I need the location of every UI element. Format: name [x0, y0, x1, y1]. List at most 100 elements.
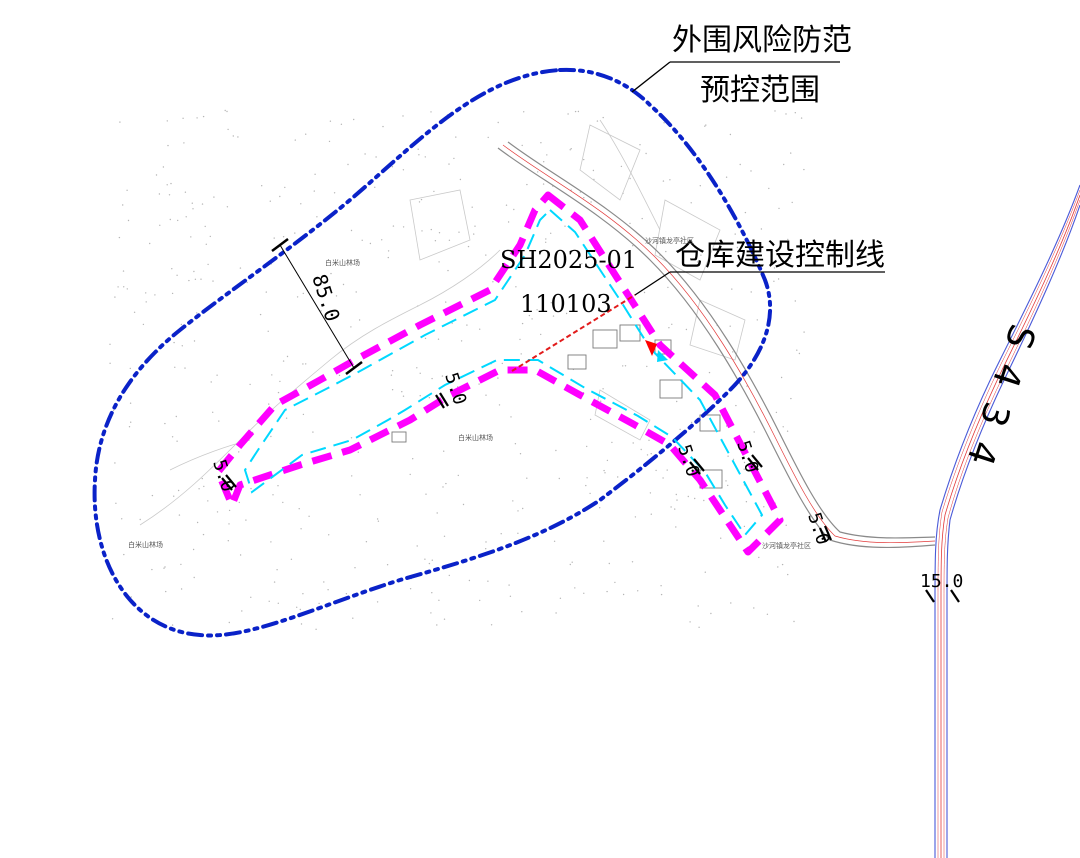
stipple-dot — [479, 599, 481, 602]
stipple-dot — [392, 225, 395, 227]
stipple-dot — [272, 494, 274, 496]
stipple-dot — [750, 170, 752, 172]
stipple-dot — [791, 201, 793, 204]
stipple-dot — [376, 601, 379, 603]
stipple-dot — [583, 592, 585, 594]
stipple-dot — [777, 278, 780, 280]
stipple-dot — [200, 278, 202, 280]
stipple-dot — [438, 599, 440, 601]
stipple-dot — [649, 492, 652, 494]
stipple-dot — [743, 461, 746, 464]
stipple-dot — [433, 190, 435, 193]
stipple-dot — [267, 330, 269, 332]
stipple-dot — [622, 365, 624, 367]
stipple-dot — [133, 311, 136, 313]
inner-offset-line — [243, 208, 764, 537]
control-boundary — [214, 191, 784, 556]
stipple-dot — [350, 437, 353, 439]
stipple-dot — [176, 274, 178, 276]
stipple-dot — [238, 501, 240, 504]
stipple-dot — [315, 628, 317, 630]
stipple-dot — [430, 228, 432, 231]
stipple-dot — [704, 571, 706, 573]
stipple-dot — [119, 121, 121, 123]
stipple-dot — [176, 440, 178, 442]
stipple-dot — [196, 312, 198, 314]
offset-label-b: 5.0 — [208, 457, 238, 494]
stipple-dot — [555, 449, 557, 452]
stipple-dot — [675, 493, 677, 496]
stipple-dot — [185, 216, 187, 218]
stipple-dot — [501, 362, 503, 365]
stipple-dot — [271, 374, 273, 376]
stipple-dot — [583, 158, 585, 161]
stipple-dot — [419, 395, 421, 397]
stipple-dot — [270, 541, 272, 543]
stipple-dot — [521, 322, 524, 325]
stipple-dot — [249, 383, 251, 386]
stipple-dot — [425, 493, 427, 495]
plot-code-line2: 110103 — [520, 290, 612, 318]
stipple-dot — [302, 593, 304, 595]
stipple-dot — [641, 217, 643, 220]
stipple-dot — [170, 182, 172, 185]
stipple-dot — [455, 136, 457, 138]
stipple-dot — [316, 216, 318, 218]
stipple-dot — [519, 453, 522, 455]
place-village-a: 沙河镇龙亭社区 — [645, 236, 694, 245]
stipple-dot — [139, 518, 141, 521]
stipple-dot — [731, 288, 733, 290]
stipple-dot — [353, 118, 355, 121]
stipple-dot — [622, 593, 625, 596]
stipple-dot — [505, 204, 508, 206]
stipple-dot — [430, 612, 432, 614]
stipple-dot — [698, 626, 700, 628]
stipple-dot — [687, 495, 689, 498]
stipple-dot — [589, 418, 592, 421]
stipple-dot — [460, 340, 463, 342]
stipple-dot — [512, 500, 514, 502]
stipple-dot — [382, 125, 384, 128]
stipple-dot — [510, 416, 512, 418]
stipple-dot — [180, 323, 183, 326]
stipple-dot — [171, 624, 174, 626]
stipple-dot — [239, 554, 242, 556]
road-name-label: S434 — [953, 319, 1043, 487]
stipple-dot — [391, 370, 394, 372]
stipple-dot — [720, 537, 722, 539]
stipple-dot — [224, 109, 226, 112]
stipple-dot — [282, 501, 284, 504]
stipple-dot — [340, 123, 343, 126]
stipple-dot — [679, 428, 681, 431]
stipple-dot — [753, 607, 755, 609]
stipple-dot — [285, 417, 288, 419]
stipple-dot — [459, 178, 462, 181]
stipple-dot — [614, 581, 616, 584]
stipple-dot — [232, 135, 234, 137]
stipple-dot — [583, 197, 585, 199]
stipple-dot — [634, 516, 637, 518]
stipple-dot — [269, 200, 271, 202]
stipple-dot — [648, 439, 650, 441]
stipple-dot — [154, 294, 156, 296]
stipple-dot — [441, 375, 444, 377]
stipple-dot — [781, 563, 784, 566]
stipple-dot — [424, 558, 426, 560]
provincial-road-s434 — [934, 184, 1080, 858]
stipple-dot — [629, 177, 631, 180]
stipple-dot — [569, 149, 571, 151]
stipple-dot — [513, 208, 515, 211]
stipple-dot — [173, 495, 175, 497]
stipple-dot — [800, 117, 803, 119]
stipple-dot — [671, 323, 673, 325]
stipple-dot — [650, 453, 652, 455]
stipple-dot — [443, 618, 446, 620]
stipple-dot — [485, 548, 487, 550]
stipple-dot — [574, 110, 577, 113]
stipple-dot — [665, 250, 667, 253]
stipple-dot — [273, 581, 276, 583]
stipple-dot — [725, 176, 728, 178]
stipple-dot — [109, 343, 111, 345]
stipple-dot — [171, 292, 174, 295]
offset-tick-marks — [221, 392, 960, 603]
